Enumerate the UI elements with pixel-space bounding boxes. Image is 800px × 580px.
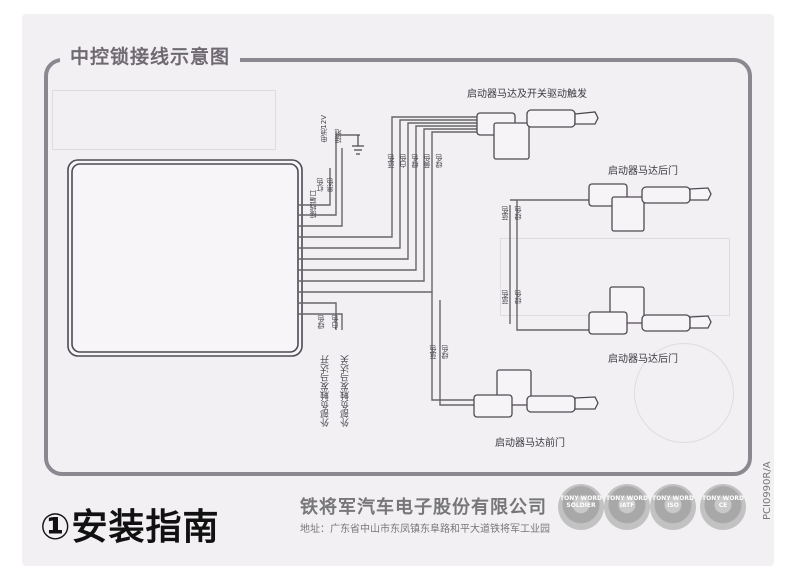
diagram-title-area: 中控锁接线示意图 <box>60 42 241 69</box>
trigger-motor-label: 启动器马达及开关驱动触发 <box>467 89 587 100</box>
seal-text: TONY WORD ISO <box>652 495 694 509</box>
external-green-label: 绿色 <box>317 315 325 329</box>
seal-text: TONY WORD SOLDIER <box>560 495 602 509</box>
connector-label: 接线端口 <box>309 190 317 218</box>
rear-wire-blue-label: 蓝色 <box>501 206 509 220</box>
rear-door-motor-label: 启动器马达后门 <box>608 166 678 177</box>
background-table-outline <box>52 90 276 150</box>
lower-rear-door-motor-label: 启动器马达后门 <box>608 354 678 365</box>
certification-seal-icon: TONY WORD IATF <box>604 484 650 530</box>
lower-wire-blue-label: 蓝色 <box>501 290 509 304</box>
seal-text: TONY WORD CE <box>702 495 744 509</box>
company-name: 铁将军汽车电子股份有限公司 <box>300 497 547 518</box>
control-unit <box>67 159 303 357</box>
trigger-wire-green-label: 绿色 <box>411 154 419 168</box>
ground-label: 接地 <box>334 129 342 143</box>
external-close-label: 外部负触发马达关 <box>341 355 351 427</box>
battery-label: 电池12V <box>320 115 328 143</box>
company-address: 地址：广东省中山市东凤镇东阜路和平大道铁将军工业园 <box>300 524 550 535</box>
certification-seal-icon: TONY WORD CE <box>700 484 746 530</box>
rear-wire-green-label: 绿色 <box>514 206 522 220</box>
installation-guide-heading: ①安装指南 <box>40 507 220 548</box>
trigger-wire-blue-label: 蓝色 <box>387 154 395 168</box>
lower-rear-door-motor <box>588 286 712 335</box>
lower-wire-green-label: 绿色 <box>514 290 522 304</box>
wire-bundle <box>298 116 590 406</box>
front-wire-blue-label: 蓝色 <box>429 345 437 359</box>
certification-seal-icon: TONY WORD SOLDIER <box>558 484 604 530</box>
trigger-wire-yellow-label: 黄色 <box>423 154 431 168</box>
front-door-motor-label: 启动器马达前门 <box>495 438 565 449</box>
seal-text: TONY WORD IATF <box>606 495 648 509</box>
rear-door-motor <box>588 183 712 232</box>
model-number: PCI0990R/A <box>762 461 773 520</box>
trigger-motor <box>476 109 599 160</box>
external-white-label: 白色 <box>331 315 339 329</box>
external-open-label: 外部负触发马达开 <box>321 355 331 427</box>
certification-seal-icon: TONY WORD ISO <box>650 484 696 530</box>
background-watermark-circle <box>634 343 734 443</box>
power-red-label: 红色 <box>316 178 324 192</box>
diagram-title: 中控锁接线示意图 <box>70 46 231 68</box>
trigger-wire-white-label: 白色 <box>399 154 407 168</box>
trigger-wire-green-label-2: 绿色 <box>435 154 443 168</box>
diagram-frame <box>44 58 752 476</box>
front-wire-green-label: 绿色 <box>441 345 449 359</box>
ground-symbol <box>352 135 364 155</box>
front-door-motor <box>473 369 599 418</box>
power-black-label: 黑色 <box>326 178 334 192</box>
